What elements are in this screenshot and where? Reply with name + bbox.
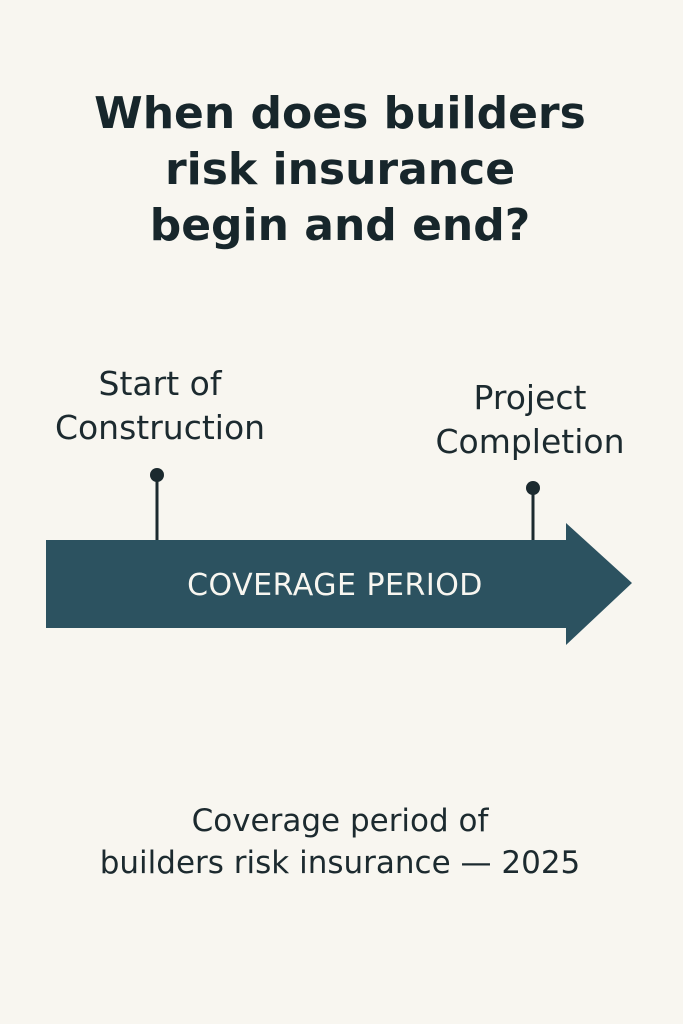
start-marker-label-line-1: Start of: [98, 364, 222, 403]
end-marker-label-line-1: Project: [473, 378, 587, 417]
title-line-3: begin and end?: [149, 200, 531, 251]
coverage-period-label: COVERAGE PERIOD: [187, 568, 483, 603]
start-marker-dot: [150, 468, 164, 482]
title-line-2: risk insurance: [164, 144, 516, 195]
figure-caption: Coverage period of builders risk insuran…: [40, 800, 640, 884]
title-line-1: When does builders: [94, 88, 586, 139]
coverage-timeline-diagram: COVERAGE PERIOD: [46, 468, 632, 645]
caption-line-2: builders risk insurance — 2025: [99, 845, 581, 881]
page-title: When does builders risk insurance begin …: [60, 86, 620, 254]
coverage-period-arrow: [46, 523, 632, 645]
end-marker-dot: [526, 481, 540, 495]
caption-line-1: Coverage period of: [191, 803, 489, 839]
end-marker-label-line-2: Completion: [435, 422, 625, 461]
end-marker-pin: [526, 481, 540, 540]
start-marker-pin: [150, 468, 164, 540]
end-marker-label: Project Completion: [410, 376, 650, 464]
start-marker-label-line-2: Construction: [54, 408, 266, 447]
start-marker-label: Start of Construction: [40, 362, 280, 450]
